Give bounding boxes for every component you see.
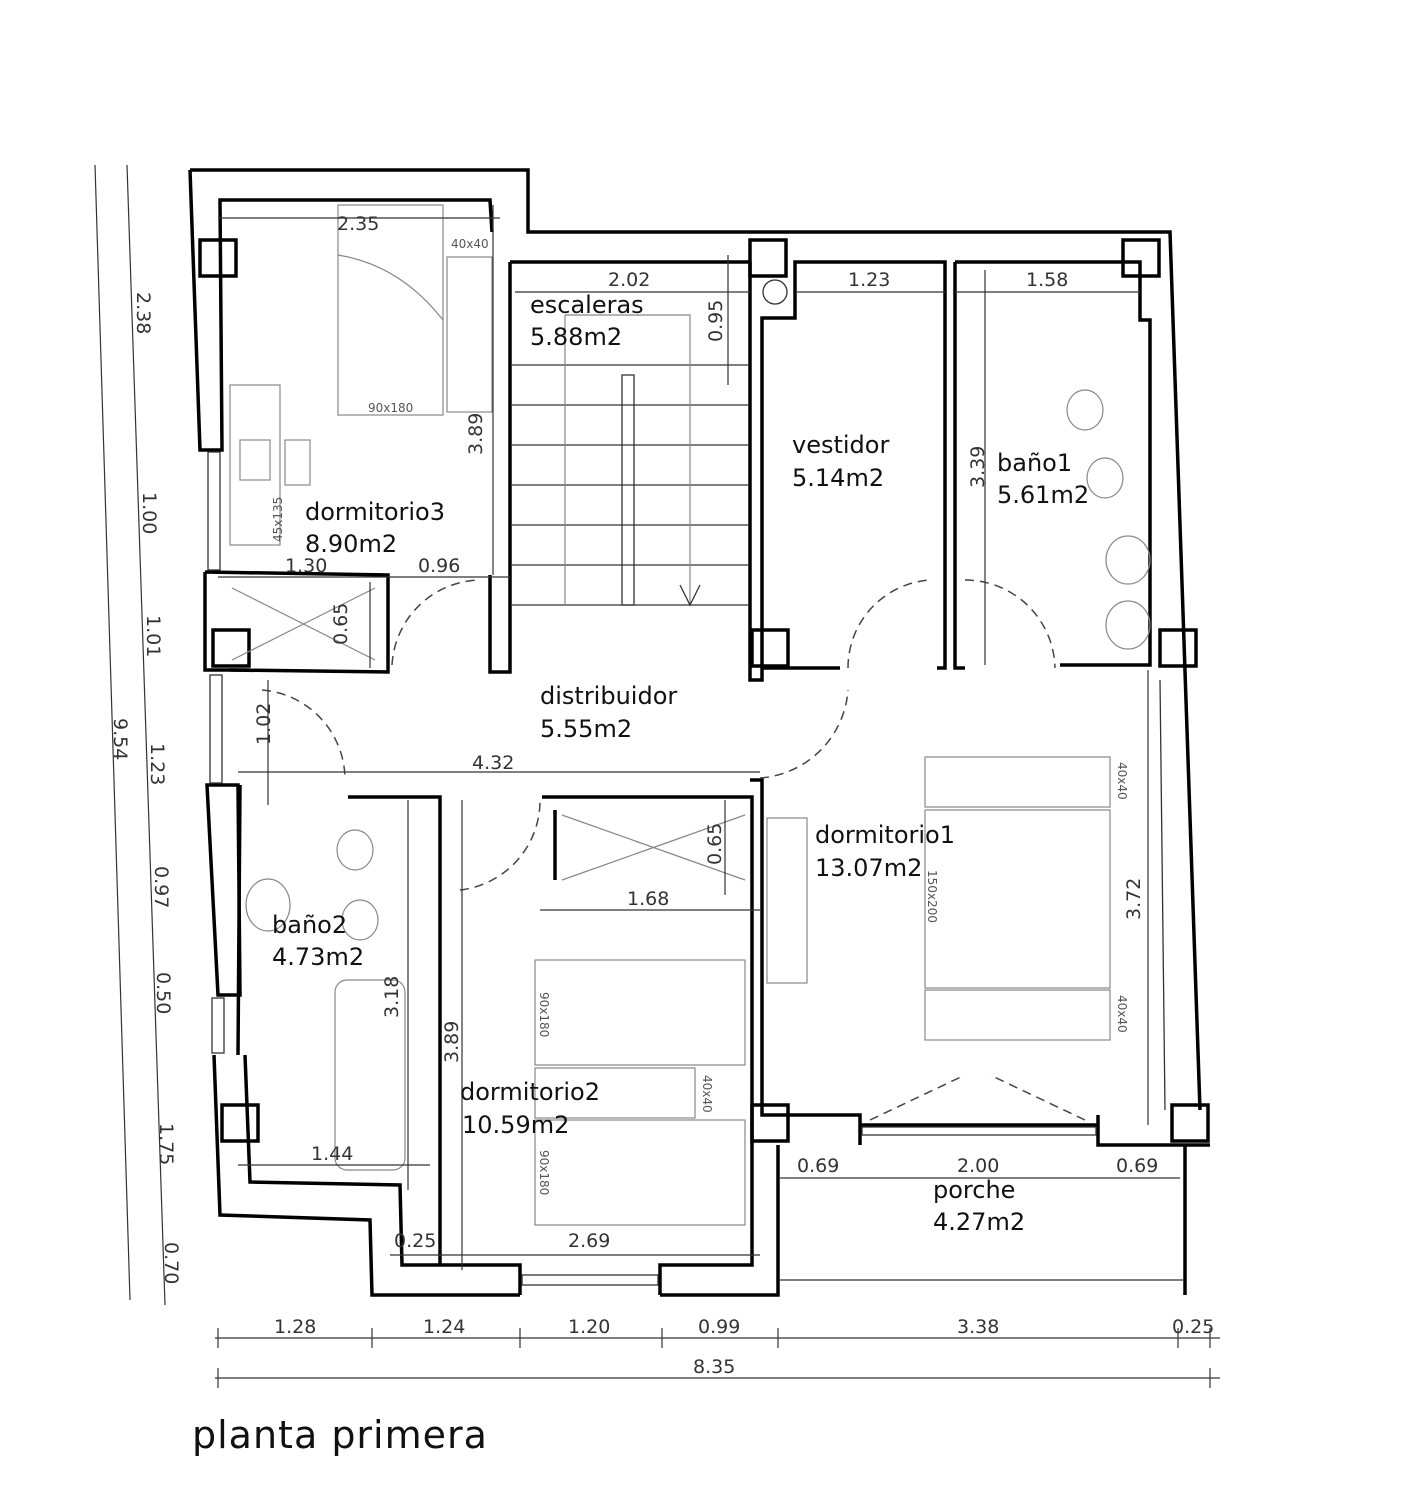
furniture-label: 40x40 xyxy=(1115,762,1129,800)
room-area: 13.07m2 xyxy=(815,854,922,882)
room-area: 5.61m2 xyxy=(997,481,1089,509)
dim-label: 4.32 xyxy=(472,752,514,774)
dim-label: 1.20 xyxy=(568,1316,610,1338)
dim-label: 1.75 xyxy=(155,1123,177,1165)
left-dimensions: 2.38 1.00 1.01 9.54 1.23 0.97 0.50 1.75 … xyxy=(109,292,182,1284)
dim-label: 0.65 xyxy=(704,823,726,865)
dim-label: 0.99 xyxy=(698,1316,740,1338)
dim-label: 0.97 xyxy=(150,866,172,908)
dim-label: 1.23 xyxy=(146,743,168,785)
room-labels: dormitorio3 8.90m2 escaleras 5.88m2 vest… xyxy=(272,291,1089,1236)
exterior-walls xyxy=(188,168,1202,1297)
interior-dimensions: 2.35 2.02 1.23 1.58 1.30 0.96 4.32 1.68 … xyxy=(253,213,1158,1252)
dim-label: 0.65 xyxy=(330,603,352,645)
dim-label: 2.38 xyxy=(132,292,154,334)
dim-label: 0.96 xyxy=(418,555,460,577)
dim-label: 1.01 xyxy=(142,615,164,657)
dim-label: 9.54 xyxy=(109,718,131,760)
dim-label: 0.25 xyxy=(394,1230,436,1252)
room-name: dormitorio1 xyxy=(815,821,955,849)
dim-label: 1.00 xyxy=(138,492,160,534)
stairs xyxy=(512,314,748,607)
room-area: 8.90m2 xyxy=(305,530,397,558)
dim-label: 3.89 xyxy=(441,1021,463,1063)
furniture-label: 90x180 xyxy=(537,992,551,1037)
dim-label: 2.69 xyxy=(568,1230,610,1252)
dim-label: 3.18 xyxy=(381,976,403,1018)
dimension-lines xyxy=(94,164,1220,1388)
dim-label: 0.69 xyxy=(797,1155,839,1177)
dim-label: 0.69 xyxy=(1116,1155,1158,1177)
dim-label: 1.24 xyxy=(423,1316,465,1338)
dim-label: 2.02 xyxy=(608,269,650,291)
furniture-label: 150x200 xyxy=(925,870,939,923)
room-area: 10.59m2 xyxy=(462,1111,569,1139)
furniture xyxy=(229,204,1151,1226)
doors xyxy=(261,579,1086,1121)
room-name: baño1 xyxy=(997,449,1072,477)
room-area: 4.73m2 xyxy=(272,943,364,971)
room-area: 5.55m2 xyxy=(540,715,632,743)
furniture-label: 90x180 xyxy=(368,401,413,415)
dim-label: 3.39 xyxy=(967,446,989,488)
dim-label: 1.58 xyxy=(1026,269,1068,291)
furniture-labels: 40x40 90x180 45x135 40x40 150x200 40x40 … xyxy=(271,237,1129,1195)
furniture-label: 40x40 xyxy=(700,1075,714,1113)
dim-label: 1.44 xyxy=(311,1143,353,1165)
furniture-label: 40x40 xyxy=(451,237,489,251)
furniture-label: 90x180 xyxy=(537,1150,551,1195)
dim-label: 1.02 xyxy=(253,703,275,745)
dim-label-total: 8.35 xyxy=(693,1356,735,1378)
room-name: vestidor xyxy=(792,431,889,459)
furniture-label: 40x40 xyxy=(1115,995,1129,1033)
dim-label: 0.70 xyxy=(160,1242,182,1284)
room-area: 4.27m2 xyxy=(933,1208,1025,1236)
dim-label: 1.68 xyxy=(627,888,669,910)
dim-label: 0.95 xyxy=(705,300,727,342)
dim-label: 1.23 xyxy=(848,269,890,291)
room-name: distribuidor xyxy=(540,682,677,710)
room-name: dormitorio2 xyxy=(460,1078,600,1106)
dim-label: 0.25 xyxy=(1172,1316,1214,1338)
bottom-dimensions: 1.28 1.24 1.20 0.99 3.38 0.25 8.35 xyxy=(274,1316,1214,1378)
room-area: 5.88m2 xyxy=(530,323,622,351)
room-name: dormitorio3 xyxy=(305,498,445,526)
room-area: 5.14m2 xyxy=(792,464,884,492)
dim-label: 3.72 xyxy=(1123,878,1145,920)
room-name: porche xyxy=(933,1176,1015,1204)
columns xyxy=(198,238,1210,1143)
dim-label: 1.30 xyxy=(285,555,327,577)
interior-walls xyxy=(204,260,1210,1265)
room-name: baño2 xyxy=(272,911,347,939)
windows xyxy=(207,451,1183,1286)
plan-title: planta primera xyxy=(192,1413,488,1457)
dim-label: 0.50 xyxy=(152,972,174,1014)
room-name: escaleras xyxy=(530,291,644,319)
dim-label: 3.38 xyxy=(957,1316,999,1338)
dim-label: 2.35 xyxy=(337,213,379,235)
furniture-label: 45x135 xyxy=(271,497,285,542)
dim-label: 2.00 xyxy=(957,1155,999,1177)
dim-label: 1.28 xyxy=(274,1316,316,1338)
dim-label: 3.89 xyxy=(465,413,487,455)
